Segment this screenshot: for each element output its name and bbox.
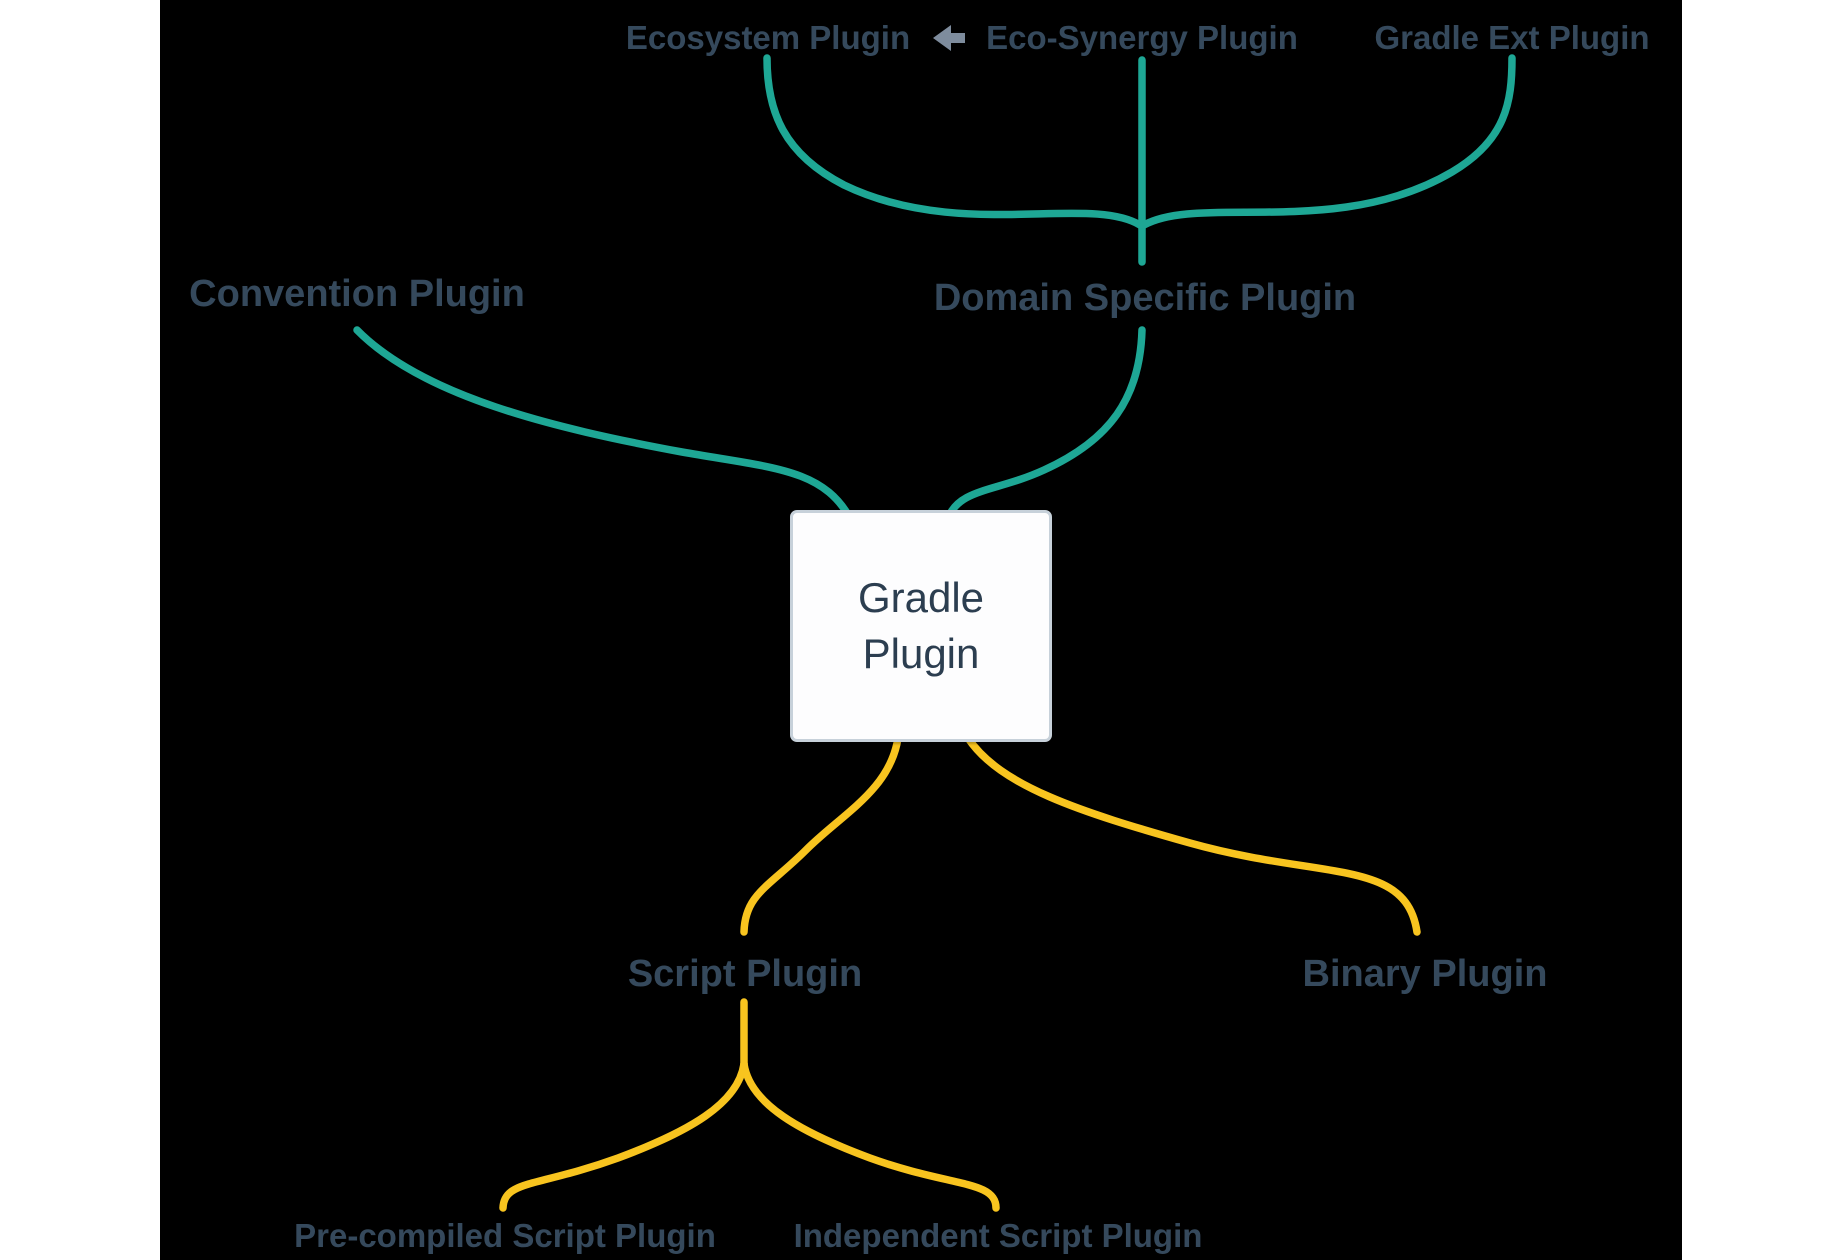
node-domain-specific-plugin: Domain Specific Plugin: [933, 277, 1357, 319]
mindmap-canvas: Ecosystem Plugin Eco-Synergy Plugin Grad…: [160, 0, 1682, 1260]
node-script-plugin: Script Plugin: [627, 953, 863, 995]
edge-script-to-precompiled-path: [499, 1060, 748, 1212]
edge-domain-to-root-path: [944, 326, 1146, 522]
node-precompiled-script-plugin: Pre-compiled Script Plugin: [294, 1217, 716, 1254]
left-arrow-icon: [930, 23, 968, 53]
node-gradle-ext-plugin: Gradle Ext Plugin: [1374, 19, 1650, 56]
node-independent-script-plugin: Independent Script Plugin: [793, 1217, 1203, 1254]
edge-root-to-binary-path: [964, 734, 1421, 936]
node-gradle-plugin-box: Gradle Plugin: [790, 510, 1052, 742]
edge-root-to-script-path: [740, 734, 902, 936]
edge-script-to-independent-path: [740, 1060, 1000, 1212]
edge-layer: [353, 54, 1516, 1212]
edge-convention-to-root-path: [353, 326, 854, 522]
root-box-line2: Plugin: [862, 630, 980, 677]
node-binary-plugin: Binary Plugin: [1302, 953, 1548, 995]
root-box-line1: Gradle: [857, 574, 985, 621]
node-eco-synergy-plugin: Eco-Synergy Plugin: [986, 19, 1298, 56]
node-convention-plugin: Convention Plugin: [189, 273, 525, 315]
edge-ecosystem-to-domain-path: [763, 54, 1144, 229]
edge-gradle-ext-to-domain-path: [1140, 54, 1516, 229]
node-ecosystem-plugin: Ecosystem Plugin: [625, 19, 911, 56]
